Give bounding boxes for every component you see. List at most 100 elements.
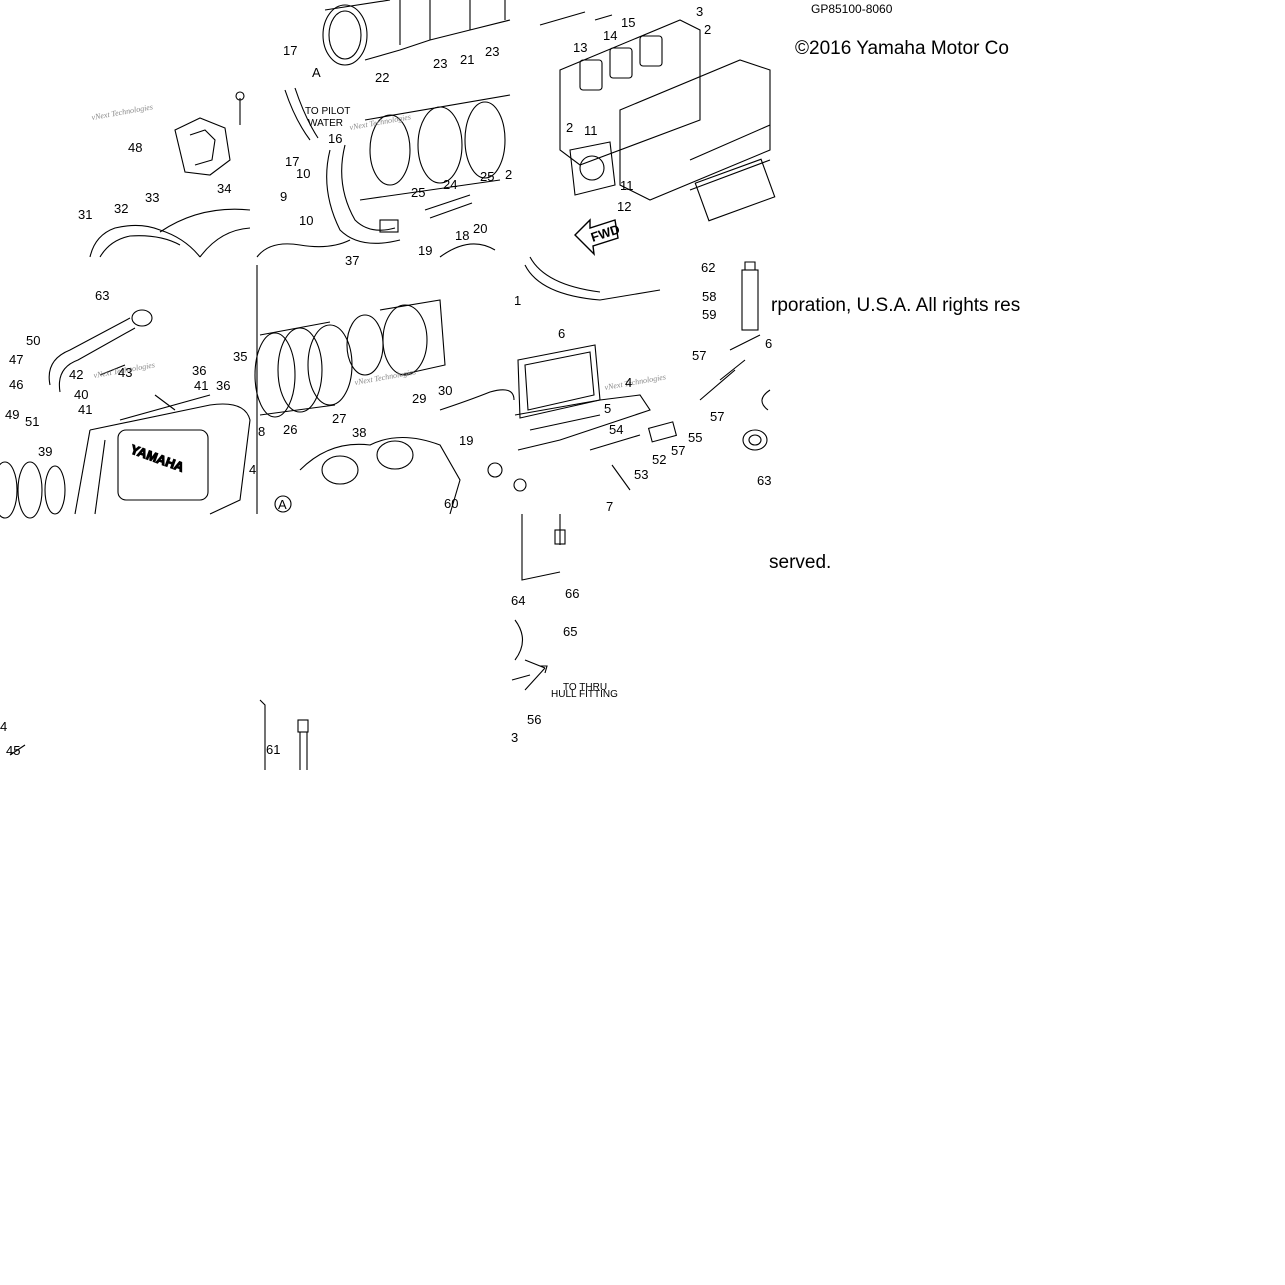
callout-19: 19 [459, 433, 473, 448]
callout-23: 23 [485, 44, 499, 59]
callout-66: 66 [565, 586, 579, 601]
callout-36: 36 [192, 363, 206, 378]
callout-12: 12 [617, 199, 631, 214]
tile-middle-right [487, 261, 771, 492]
callout-20: 20 [473, 221, 487, 236]
callout-40: 40 [74, 387, 88, 402]
callout-38: 38 [352, 425, 366, 440]
callout-17: 17 [285, 154, 299, 169]
callout-30: 30 [438, 383, 452, 398]
tile-top-right [529, 11, 776, 293]
ref-a-label: A [312, 65, 321, 80]
callout-42: 42 [69, 367, 83, 382]
callout-4: 4 [625, 375, 632, 390]
callout-57: 57 [671, 443, 685, 458]
callout-25: 25 [411, 185, 425, 200]
callout-60: 60 [444, 496, 458, 511]
callout-41: 41 [78, 402, 92, 417]
callout-39: 39 [38, 444, 52, 459]
callout-10: 10 [299, 213, 313, 228]
callout-63: 63 [757, 473, 771, 488]
callout-46: 46 [9, 377, 23, 392]
callout-51: 51 [25, 414, 39, 429]
callout-52: 52 [652, 452, 666, 467]
tile-middle-center [254, 265, 515, 515]
callout-59: 59 [702, 307, 716, 322]
callout-16: 16 [328, 131, 342, 146]
to-thru-hull-label-line2: HULL FITTING [551, 689, 618, 700]
callout-64: 64 [511, 593, 525, 608]
callout-62: 62 [701, 260, 715, 275]
copyright-segment-1: ©2016 Yamaha Motor Co [795, 38, 1009, 59]
callout-2: 2 [704, 22, 711, 37]
callout-48: 48 [128, 140, 142, 155]
callout-49: 49 [5, 407, 19, 422]
callout-55: 55 [688, 430, 702, 445]
callout-56: 56 [527, 712, 541, 727]
copyright-segment-3: served. [769, 552, 832, 573]
callout-14: 14 [603, 28, 617, 43]
to-pilot-water-label-line2: WATER [308, 118, 343, 129]
callout-37: 37 [345, 253, 359, 268]
callout-13: 13 [573, 40, 587, 55]
callout-11: 11 [620, 178, 634, 193]
callout-2: 2 [566, 120, 573, 135]
tile-bottom [9, 514, 566, 770]
callout-11: 11 [584, 123, 598, 138]
callout-4: 4 [0, 719, 7, 734]
callout-18: 18 [455, 228, 469, 243]
callout-24: 24 [443, 177, 457, 192]
callout-57: 57 [710, 409, 724, 424]
callout-50: 50 [26, 333, 40, 348]
to-thru-hull-label-line1: TO THRU [563, 682, 607, 693]
callout-10: 10 [296, 166, 310, 181]
ref-a-label: A [278, 497, 287, 512]
callout-41: 41 [194, 378, 208, 393]
callout-19: 19 [418, 243, 432, 258]
callout-21: 21 [460, 52, 474, 67]
callout-31: 31 [78, 207, 92, 222]
callout-25: 25 [480, 169, 494, 184]
callout-33: 33 [145, 190, 159, 205]
callout-7: 7 [606, 499, 613, 514]
callout-22: 22 [375, 70, 389, 85]
callout-34: 34 [217, 181, 231, 196]
tile-top-left [89, 91, 251, 258]
callout-43: 43 [118, 365, 132, 380]
part-number: GP85100-8060 [811, 2, 893, 16]
callout-3: 3 [511, 730, 518, 745]
callout-32: 32 [114, 201, 128, 216]
callout-47: 47 [9, 352, 23, 367]
callout-45: 45 [6, 743, 20, 758]
callout-9: 9 [280, 189, 287, 204]
ref-a-marker [274, 495, 292, 513]
copyright-segment-2: rporation, U.S.A. All rights res [771, 295, 1021, 316]
tile-top-center [256, 0, 511, 258]
callout-63: 63 [95, 288, 109, 303]
callout-53: 53 [634, 467, 648, 482]
callout-57: 57 [692, 348, 706, 363]
callout-4: 4 [249, 462, 256, 477]
callout-15: 15 [621, 15, 635, 30]
callout-17: 17 [283, 43, 297, 58]
callout-35: 35 [233, 349, 247, 364]
callout-65: 65 [563, 624, 577, 639]
callout-61: 61 [266, 742, 280, 757]
callout-3: 3 [696, 4, 703, 19]
callout-54: 54 [609, 422, 623, 437]
callout-1: 1 [514, 293, 521, 308]
callout-6: 6 [765, 336, 772, 351]
callout-29: 29 [412, 391, 426, 406]
callout-6: 6 [558, 326, 565, 341]
callout-2: 2 [505, 167, 512, 182]
callout-23: 23 [433, 56, 447, 71]
callout-5: 5 [604, 401, 611, 416]
callout-8: 8 [258, 424, 265, 439]
callout-58: 58 [702, 289, 716, 304]
callout-27: 27 [332, 411, 346, 426]
callout-36: 36 [216, 378, 230, 393]
to-pilot-water-label-line1: TO PILOT [305, 106, 350, 117]
callout-26: 26 [283, 422, 297, 437]
